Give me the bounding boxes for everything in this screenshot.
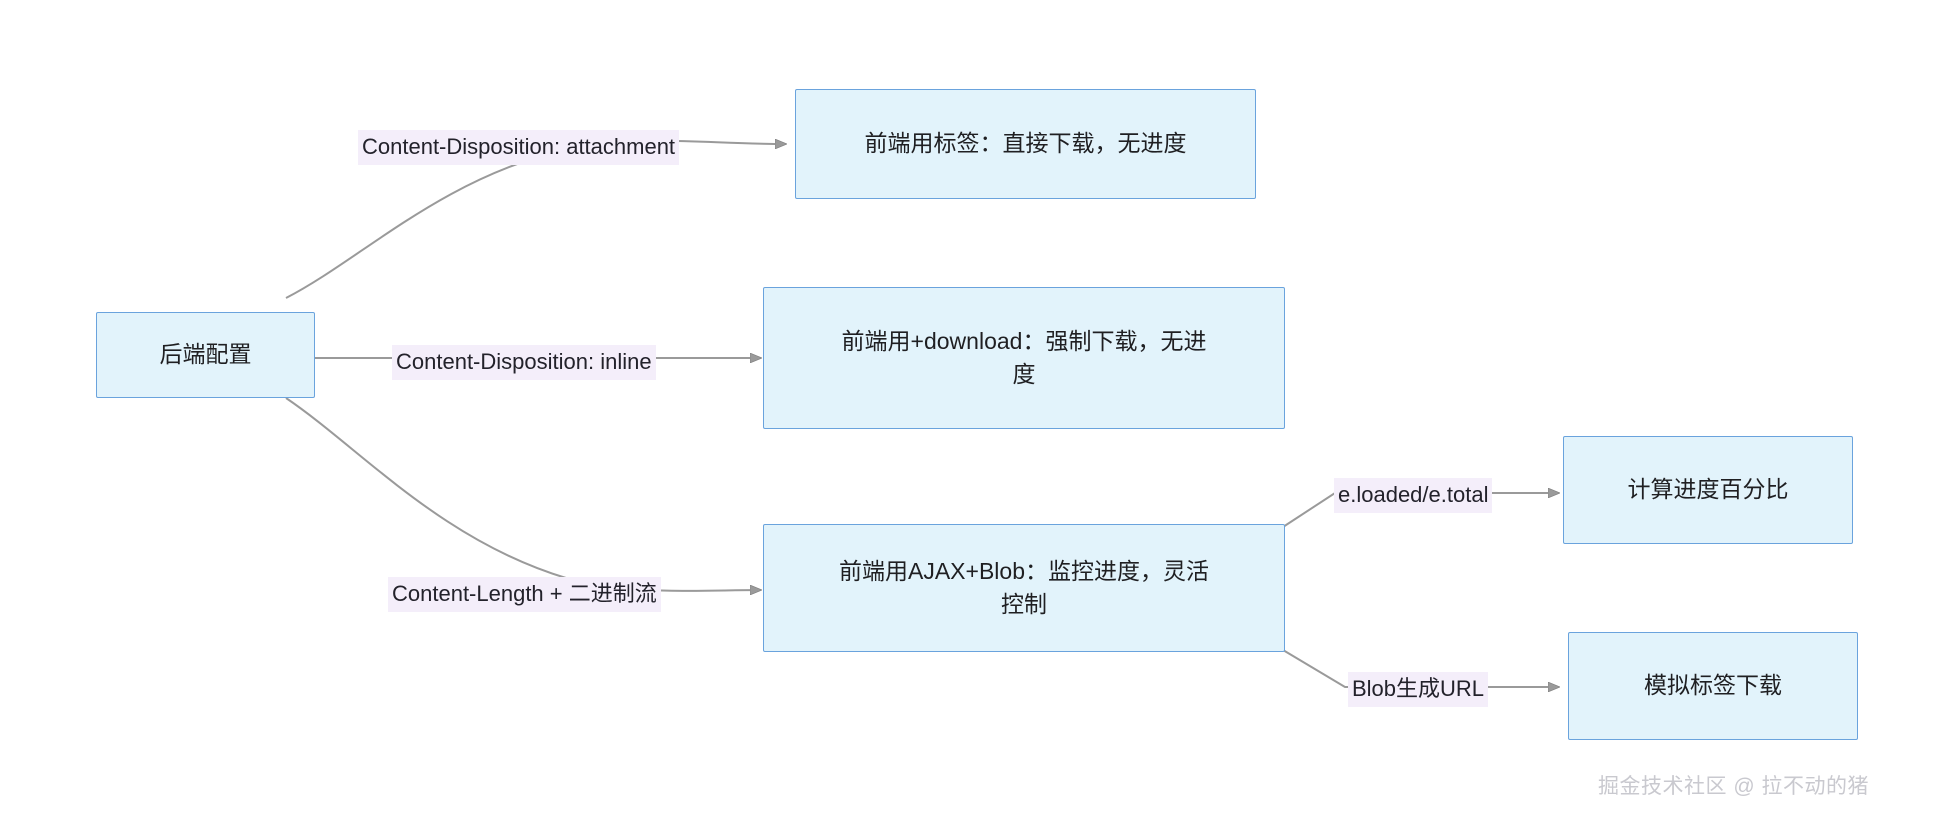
node-frontend-ajax-blob[interactable]: 前端用AJAX+Blob：监控进度，灵活 控制	[763, 524, 1285, 652]
edge-label-blob-create-url: Blob生成URL	[1348, 672, 1489, 707]
node-root-label: 后端配置	[159, 341, 252, 368]
node-calc-percent[interactable]: 计算进度百分比	[1563, 436, 1853, 544]
edge-root-to-ajax	[285, 397, 760, 591]
edge-label-content-disposition-attachment: Content-Disposition: attachment	[358, 130, 680, 165]
node-simulate-tag-download[interactable]: 模拟标签下载	[1568, 632, 1858, 740]
node-frontend-ajax-blob-label: 前端用AJAX+Blob：监控进度，灵活 控制	[839, 557, 1209, 617]
edge-label-content-length-binary-stream: Content-Length + 二进制流	[388, 577, 661, 612]
watermark-text: 掘金技术社区 @ 拉不动的猪	[1598, 775, 1869, 798]
node-frontend-download-label: 前端用+download：强制下载，无进 度	[841, 327, 1207, 387]
edge-label-content-disposition-inline: Content-Disposition: inline	[392, 345, 656, 380]
node-frontend-tag-label: 前端用标签：直接下载，无进度	[864, 130, 1187, 157]
node-frontend-tag[interactable]: 前端用标签：直接下载，无进度	[795, 89, 1256, 199]
node-root[interactable]: 后端配置	[96, 312, 315, 398]
node-calc-percent-label: 计算进度百分比	[1627, 476, 1789, 503]
node-simulate-tag-download-label: 模拟标签下载	[1644, 672, 1782, 699]
edge-label-e-loaded-e-total: e.loaded/e.total	[1334, 478, 1493, 513]
node-frontend-download[interactable]: 前端用+download：强制下载，无进 度	[763, 287, 1285, 429]
